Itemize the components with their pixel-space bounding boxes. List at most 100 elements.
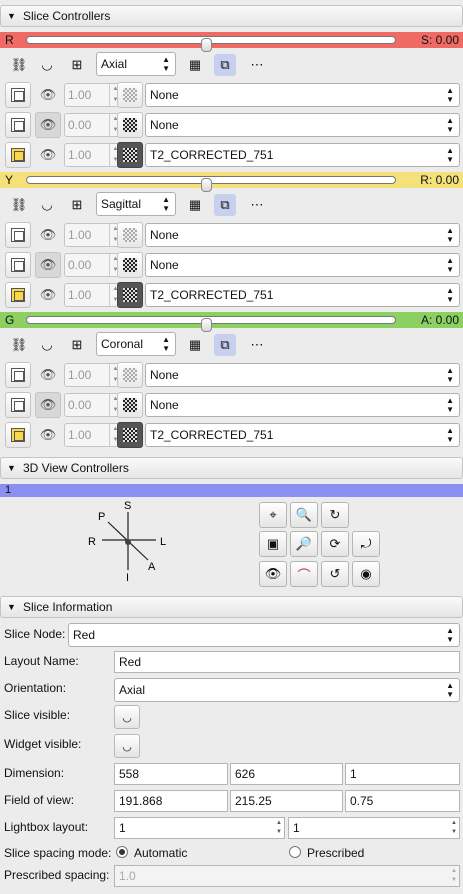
orientation-selector[interactable]: Axial ▲▼ (96, 52, 176, 76)
layer-volume-selector[interactable]: None ▲▼ (145, 113, 460, 137)
lightbox-button[interactable]: ⧉ (214, 194, 236, 216)
orientation-selector[interactable]: Coronal ▲▼ (96, 332, 176, 356)
layer-opacity-spinbox[interactable]: 0.00 ▲▼ (64, 113, 122, 137)
link-button[interactable]: ⛓ (8, 54, 30, 76)
more-button[interactable]: ⋯ (246, 194, 268, 216)
layer-lut-button[interactable] (117, 282, 143, 308)
layer-select-button[interactable] (5, 422, 31, 448)
layer-lut-button[interactable] (117, 222, 143, 248)
layer-opacity-spinbox[interactable]: 1.00 ▲▼ (64, 363, 122, 387)
layer-select-button[interactable] (5, 82, 31, 108)
view3d-controllers-header[interactable]: ▼ 3D View Controllers (0, 457, 463, 479)
layer-opacity-spinbox[interactable]: 0.00 ▲▼ (64, 253, 122, 277)
prescribed-radio[interactable] (289, 846, 301, 858)
layer-lut-button[interactable] (117, 112, 143, 138)
layer-volume-selector[interactable]: T2_CORRECTED_751 ▲▼ (145, 143, 460, 167)
layer-opacity-spinbox[interactable]: 1.00 ▲▼ (64, 423, 122, 447)
layer-select-button[interactable] (5, 112, 31, 138)
orientation-combo[interactable]: Axial ▲▼ (114, 678, 460, 702)
layer-lut-button[interactable] (117, 362, 143, 388)
dimension-x-field[interactable]: 558 (114, 763, 228, 785)
zoom-in-button[interactable]: 🔍 (290, 502, 318, 528)
link-button[interactable]: ⛓ (8, 194, 30, 216)
yaw-button[interactable]: ↺ (321, 561, 349, 587)
lightbox-button[interactable]: ⧉ (214, 54, 236, 76)
slider-knob[interactable] (201, 318, 212, 332)
layer-visibility-toggle[interactable]: 👁 (35, 282, 61, 308)
slice-information-header[interactable]: ▼ Slice Information (0, 596, 463, 618)
layer-volume-selector[interactable]: None ▲▼ (145, 393, 460, 417)
visibility-button[interactable]: ◡ (36, 54, 58, 76)
pitch-button[interactable]: ↻ (321, 502, 349, 528)
automatic-label[interactable]: Automatic (134, 846, 188, 860)
fov-z-field[interactable]: 0.75 (345, 790, 460, 812)
layer-select-button[interactable] (5, 252, 31, 278)
slice-offset-slider[interactable] (26, 176, 396, 192)
layer-visibility-toggle[interactable]: 👁 (35, 252, 61, 278)
layer-volume-selector[interactable]: None ▲▼ (145, 363, 460, 387)
layer-lut-button[interactable] (117, 82, 143, 108)
view3d-bar[interactable]: 1 (0, 484, 463, 497)
layer-select-button[interactable] (5, 142, 31, 168)
widget-visible-toggle[interactable]: ◡ (114, 734, 140, 758)
spin-arrows-icon[interactable]: ▲▼ (451, 868, 457, 883)
layer-select-button[interactable] (5, 392, 31, 418)
layout-name-field[interactable]: Red (114, 651, 460, 673)
lightbox-button[interactable]: ⧉ (214, 334, 236, 356)
layer-visibility-toggle[interactable]: 👁 (35, 392, 61, 418)
layer-lut-button[interactable] (117, 252, 143, 278)
layer-opacity-spinbox[interactable]: 1.00 ▲▼ (64, 83, 122, 107)
layer-visibility-toggle[interactable]: 👁 (35, 142, 61, 168)
stereo-menu-button[interactable]: ⌒ (290, 561, 318, 587)
layer-select-button[interactable] (5, 362, 31, 388)
layer-select-button[interactable] (5, 282, 31, 308)
visibility-button[interactable]: ◡ (36, 334, 58, 356)
orthographic-button[interactable]: ▣ (259, 531, 287, 557)
layout-button[interactable]: ▦ (182, 334, 208, 356)
prescribed-spacing-spinbox[interactable]: 1.0 ▲▼ (114, 865, 460, 887)
layer-opacity-spinbox[interactable]: 0.00 ▲▼ (64, 393, 122, 417)
spin-button[interactable]: ⟳ (321, 531, 349, 557)
rock-button[interactable]: ⤾ (352, 531, 380, 557)
more-button[interactable]: ⋯ (246, 54, 268, 76)
dimension-y-field[interactable]: 626 (230, 763, 343, 785)
lightbox-cols-spinbox[interactable]: 1 ▲▼ (288, 817, 460, 839)
slice-controllers-header[interactable]: ▼ Slice Controllers (0, 5, 463, 27)
link-button[interactable]: ⛓ (8, 334, 30, 356)
layer-volume-selector[interactable]: T2_CORRECTED_751 ▲▼ (145, 423, 460, 447)
fov-y-field[interactable]: 215.25 (230, 790, 343, 812)
layer-visibility-toggle[interactable]: 👁 (35, 82, 61, 108)
prescribed-label[interactable]: Prescribed (307, 846, 365, 860)
layer-opacity-spinbox[interactable]: 1.00 ▲▼ (64, 223, 122, 247)
slider-knob[interactable] (201, 38, 212, 52)
layout-button[interactable]: ▦ (182, 54, 208, 76)
visibility-menu-button[interactable]: 👁 (259, 561, 287, 587)
layer-volume-selector[interactable]: None ▲▼ (145, 83, 460, 107)
layer-volume-selector[interactable]: None ▲▼ (145, 253, 460, 277)
layer-visibility-toggle[interactable]: 👁 (35, 422, 61, 448)
slice-plane-button[interactable]: ⊞ (66, 54, 88, 76)
slice-offset-slider[interactable] (26, 316, 396, 332)
more-button[interactable]: ⋯ (246, 334, 268, 356)
center-view-button[interactable]: ⌖ (259, 502, 287, 528)
zoom-out-button[interactable]: 🔎 (290, 531, 318, 557)
slice-visible-toggle[interactable]: ◡ (114, 705, 140, 729)
spin-arrows-icon[interactable]: ▲▼ (451, 820, 457, 835)
layer-lut-button[interactable] (117, 142, 143, 168)
fov-x-field[interactable]: 191.868 (114, 790, 228, 812)
slice-plane-button[interactable]: ⊞ (66, 334, 88, 356)
spin-arrows-icon[interactable]: ▲▼ (276, 820, 282, 835)
automatic-radio[interactable] (116, 846, 128, 858)
layer-volume-selector[interactable]: T2_CORRECTED_751 ▲▼ (145, 283, 460, 307)
layer-visibility-toggle[interactable]: 👁 (35, 222, 61, 248)
slice-plane-button[interactable]: ⊞ (66, 194, 88, 216)
layer-volume-selector[interactable]: None ▲▼ (145, 223, 460, 247)
lightbox-rows-spinbox[interactable]: 1 ▲▼ (114, 817, 285, 839)
layer-visibility-toggle[interactable]: 👁 (35, 112, 61, 138)
layer-lut-button[interactable] (117, 422, 143, 448)
slice-offset-slider[interactable] (26, 36, 396, 52)
dimension-z-field[interactable]: 1 (345, 763, 460, 785)
layer-visibility-toggle[interactable]: 👁 (35, 362, 61, 388)
visibility-button[interactable]: ◡ (36, 194, 58, 216)
layer-opacity-spinbox[interactable]: 1.00 ▲▼ (64, 143, 122, 167)
